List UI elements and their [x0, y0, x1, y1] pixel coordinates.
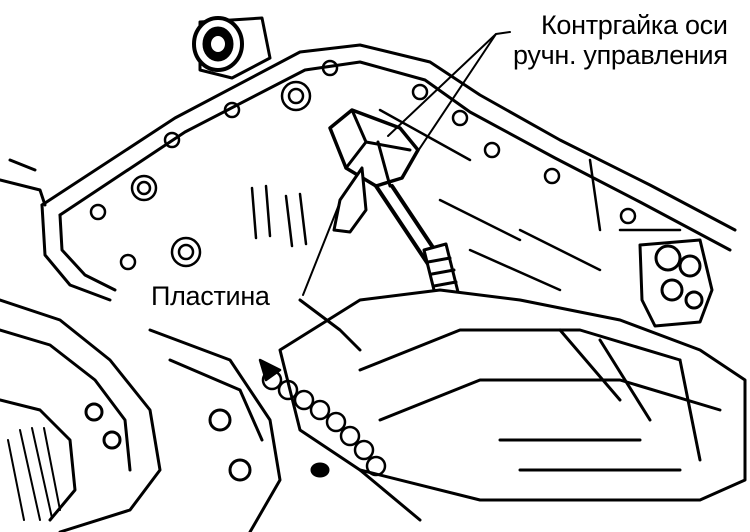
left-gear-edge — [0, 298, 162, 532]
locknut-label: Контргайка оси ручн. управления — [513, 10, 728, 70]
right-bolt-stack — [638, 238, 714, 328]
gear-housing — [278, 288, 747, 522]
lower-structure — [148, 298, 362, 532]
plate-label: Пластина — [151, 281, 270, 311]
leader-lines — [302, 31, 511, 296]
flange-bolts — [89, 59, 637, 271]
mounting-boss — [192, 16, 272, 80]
manual-shaft-assembly — [328, 108, 462, 308]
locknut-label-line1: Контргайка оси — [540, 10, 728, 40]
inner-ribs — [250, 108, 682, 292]
locknut-label-line2: ручн. управления — [513, 40, 728, 70]
detent-chain — [258, 358, 387, 477]
